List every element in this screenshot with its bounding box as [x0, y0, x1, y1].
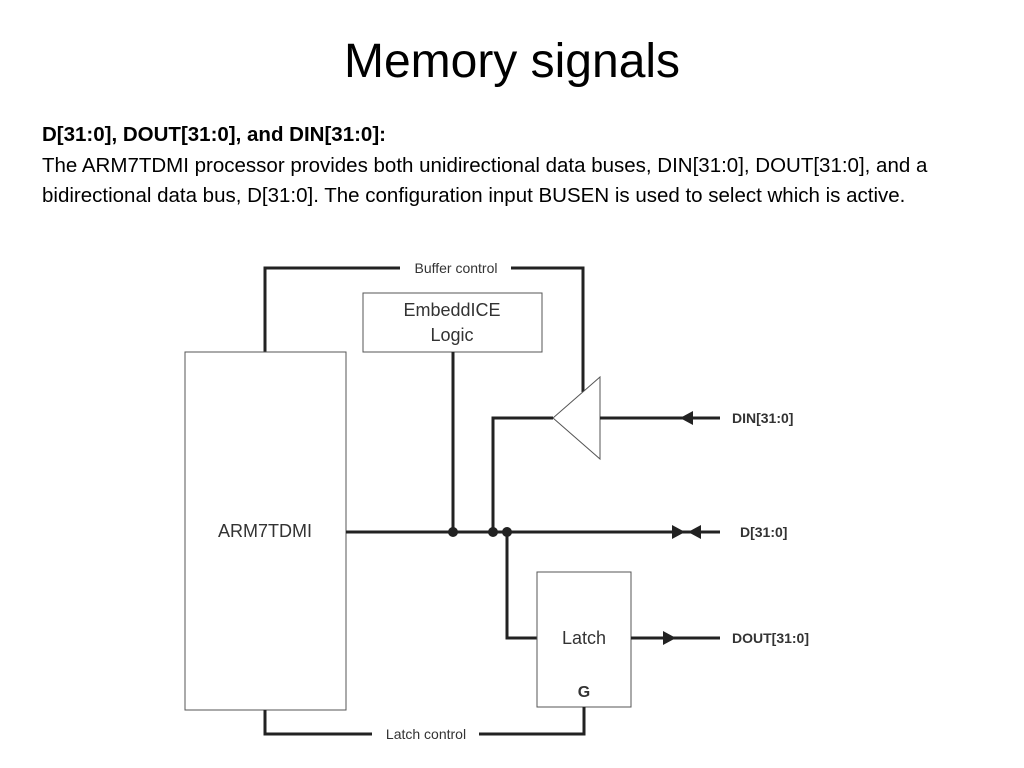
- slide-body: D[31:0], DOUT[31:0], and DIN[31:0]: The …: [42, 120, 942, 212]
- embeddedice-label-line2: Logic: [430, 325, 473, 345]
- latch-label: Latch: [562, 628, 606, 648]
- latch-gate-label: G: [578, 684, 590, 701]
- arm7tdmi-label: ARM7TDMI: [218, 521, 312, 541]
- embeddedice-label-line1: EmbeddICE: [403, 300, 500, 320]
- dout-arrow-icon: [663, 631, 676, 645]
- latch-input-line: [505, 532, 537, 640]
- dout-label: DOUT[31:0]: [732, 630, 809, 646]
- d-bus-in-arrow-icon: [688, 525, 701, 539]
- embeddedice-logic-block: [362, 292, 543, 353]
- buffer-control-line-right: [511, 266, 585, 392]
- buffer-control-line: [263, 266, 400, 352]
- body-heading: D[31:0], DOUT[31:0], and DIN[31:0]:: [42, 123, 386, 146]
- d-bus-label: D[31:0]: [740, 524, 787, 540]
- din-arrow-icon: [680, 411, 693, 425]
- junction-embeddedice: [448, 527, 458, 537]
- latch-control-label: Latch control: [386, 726, 466, 742]
- slide-title: Memory signals: [343, 35, 681, 88]
- d-bus-out-arrow-icon: [672, 525, 685, 539]
- latch-control-line-left: [263, 710, 372, 736]
- latch-block: [536, 571, 632, 708]
- din-label: DIN[31:0]: [732, 410, 793, 426]
- din-buffer-triangle: [552, 375, 601, 461]
- junction-din: [488, 527, 498, 537]
- latch-control-line-right: [479, 707, 586, 736]
- body-paragraph: The ARM7TDMI processor provides both uni…: [42, 153, 928, 208]
- din-internal-line: [491, 416, 553, 532]
- buffer-control-label: Buffer control: [414, 260, 497, 276]
- arm7tdmi-block: [184, 351, 347, 711]
